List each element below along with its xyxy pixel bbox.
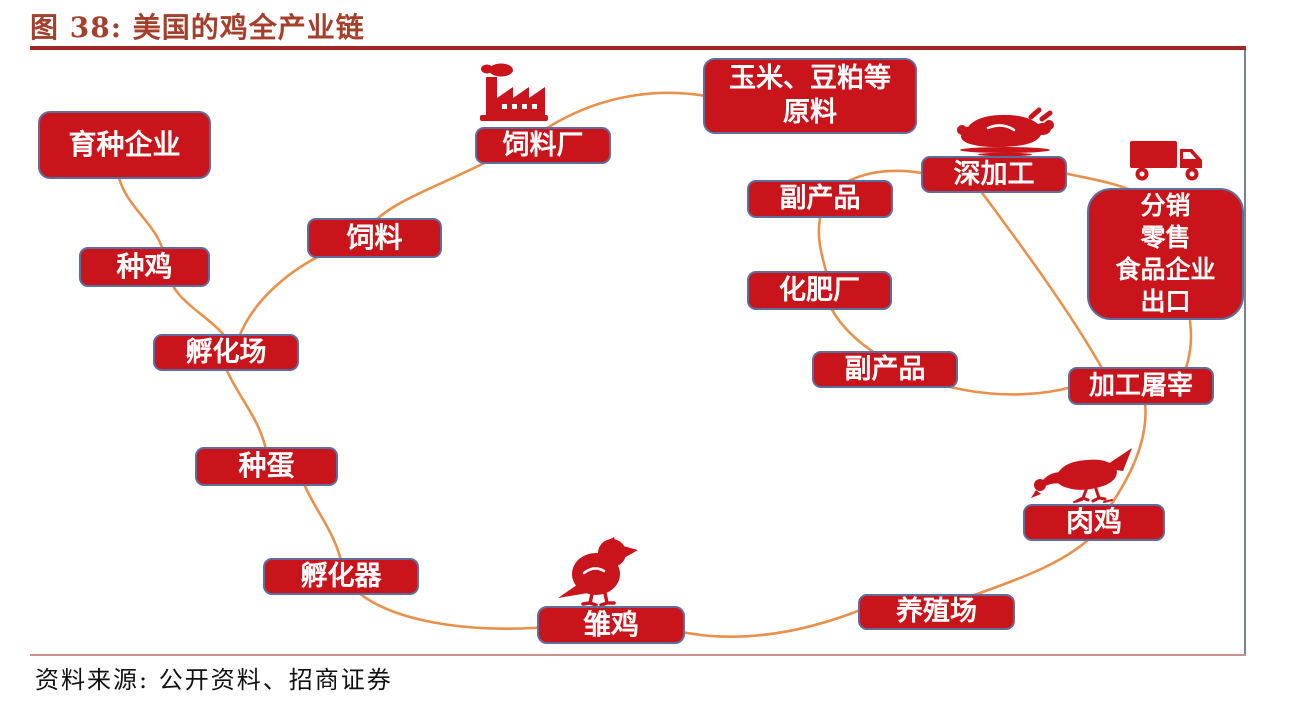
node-label: 化肥厂 — [779, 274, 860, 305]
node-label-line: 原料 — [783, 97, 837, 127]
figure-frame-bottom — [30, 654, 1246, 656]
edge-broiler-to-slaughter — [1104, 400, 1147, 514]
node-distribution: 分销 零售 食品企业 出口 — [1087, 188, 1244, 320]
node-breeder-egg: 种蛋 — [195, 447, 338, 486]
node-label: 饲料 — [346, 221, 403, 253]
node-label: 加工屠宰 — [1088, 370, 1193, 401]
node-label: 雏鸡 — [582, 608, 639, 640]
node-label: 饲料厂 — [502, 129, 584, 160]
node-label: 种鸡 — [116, 250, 173, 282]
node-label: 深加工 — [953, 158, 1035, 189]
figure-frame-right — [1244, 50, 1246, 656]
node-deep-processing: 深加工 — [921, 156, 1067, 193]
node-label: 孵化器 — [300, 560, 382, 591]
node-fertilizer: 化肥厂 — [747, 271, 892, 310]
node-label: 养殖场 — [896, 596, 977, 627]
node-label: 育种企业 — [68, 128, 181, 160]
chick-icon — [550, 536, 640, 606]
node-label: 副产品 — [844, 353, 926, 384]
node-label: 肉鸡 — [1065, 506, 1122, 538]
node-slaughter: 加工屠宰 — [1068, 367, 1214, 405]
node-raw-material: 玉米、豆粕等 原料 — [703, 58, 917, 134]
node-byproduct-bottom: 副产品 — [812, 351, 958, 388]
cooked-chicken-icon — [948, 106, 1062, 156]
edge-slaughter-to-distribution — [1184, 319, 1193, 370]
node-feed: 饲料 — [307, 218, 442, 258]
node-breeder-chicken: 种鸡 — [79, 247, 210, 287]
node-chick: 雏鸡 — [537, 606, 685, 644]
node-broiler: 肉鸡 — [1023, 504, 1165, 541]
edge-chick-to-farm — [670, 605, 870, 639]
node-incubator: 孵化器 — [263, 558, 419, 595]
node-label: 种蛋 — [238, 450, 295, 482]
edge-breeder-egg-to-incubator — [298, 472, 345, 572]
title-rule — [30, 46, 1246, 50]
node-breeding-company: 育种企业 — [38, 111, 211, 179]
edge-slaughter-to-deep-processing — [978, 188, 1105, 372]
source-note: 资料来源: 公开资料、招商证券 — [35, 666, 393, 694]
hen-icon — [1030, 444, 1142, 504]
edge-feed-to-hatchery — [236, 250, 330, 342]
truck-icon — [1130, 136, 1208, 182]
edge-incubator-to-chick — [350, 584, 562, 630]
node-feed-mill: 饲料厂 — [475, 127, 611, 164]
node-label-line: 零售 — [1140, 224, 1191, 252]
node-label: 副产品 — [779, 183, 861, 214]
node-hatchery: 孵化场 — [153, 334, 299, 371]
edge-hatchery-to-breeder-egg — [221, 360, 270, 460]
node-label-line: 出口 — [1140, 288, 1191, 316]
edge-raw-material-to-feed-mill — [542, 91, 708, 132]
node-byproduct-top: 副产品 — [747, 180, 893, 218]
node-label-line: 玉米、豆粕等 — [729, 63, 891, 94]
node-farm: 养殖场 — [858, 594, 1015, 630]
node-label: 孵化场 — [185, 336, 267, 367]
node-label-line: 分销 — [1140, 192, 1191, 220]
factory-icon — [474, 62, 552, 126]
node-label-line: 食品企业 — [1115, 256, 1216, 284]
figure-title: 图 38: 美国的鸡全产业链 — [30, 11, 365, 44]
